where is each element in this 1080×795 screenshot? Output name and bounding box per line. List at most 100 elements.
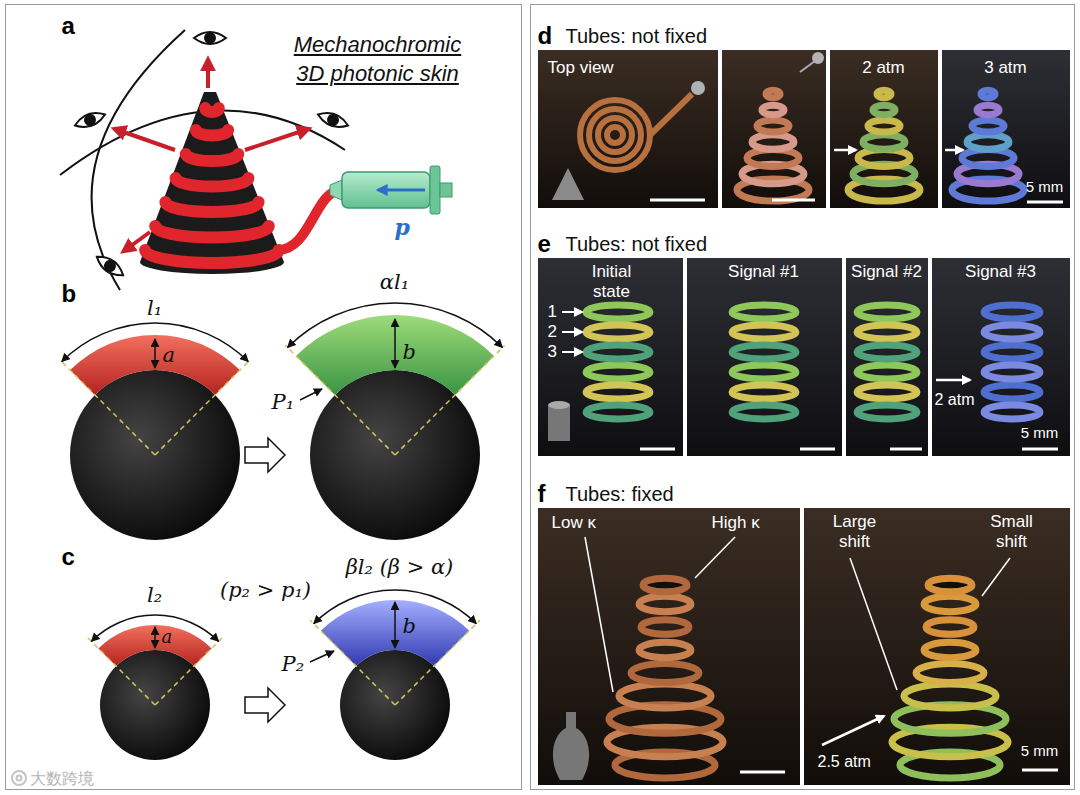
tube-coil xyxy=(984,365,1040,379)
eye-icon xyxy=(73,109,107,131)
math-label: P₂ xyxy=(282,652,305,677)
transition-arrow xyxy=(245,688,285,722)
scale-bar xyxy=(640,448,1058,451)
photo-tile xyxy=(538,50,1070,208)
photo-label: 3 atm xyxy=(984,58,1027,78)
math-label: a xyxy=(163,343,176,368)
shape-icon xyxy=(552,168,584,200)
tube-coil xyxy=(924,642,976,657)
guide-line xyxy=(61,345,505,455)
cone-body xyxy=(140,92,284,274)
photo-tile xyxy=(538,258,1070,456)
syringe xyxy=(330,166,452,214)
tube-coil xyxy=(586,325,650,339)
tube-coil xyxy=(757,120,789,132)
scale-bar xyxy=(772,199,815,202)
math-label: αl₁ xyxy=(380,270,409,295)
tube-coil xyxy=(586,385,650,399)
tube-coil xyxy=(586,305,650,319)
leader-line xyxy=(982,558,1010,596)
photonic-tube-coil xyxy=(145,108,340,263)
tube-coil xyxy=(857,305,917,319)
math-label: l₁ xyxy=(147,296,162,321)
panel-letter: c xyxy=(62,543,75,572)
photonic-tube-coil xyxy=(205,108,219,112)
tube-coil xyxy=(868,120,900,132)
pressure-arrow xyxy=(834,149,856,152)
tube-cross-section xyxy=(98,625,211,666)
eye-icon xyxy=(84,114,97,127)
scale-bar xyxy=(890,448,922,451)
tube-coil xyxy=(766,90,780,98)
tube-coil xyxy=(580,94,692,170)
tube-coil xyxy=(641,620,689,635)
eye-icon xyxy=(73,109,107,131)
tube-coil xyxy=(631,664,699,683)
panel-letter: d xyxy=(538,22,553,51)
tube-coil xyxy=(857,385,917,399)
tube-coil xyxy=(607,578,723,778)
tube-coil xyxy=(586,325,917,399)
tube-coil xyxy=(984,345,1040,359)
eye-icon xyxy=(316,109,350,131)
tube-coil xyxy=(981,90,995,98)
photo-label: 2 atm xyxy=(862,58,905,78)
tube-coil xyxy=(732,385,796,399)
eye-icon xyxy=(93,252,126,280)
dimension-arrow xyxy=(394,602,396,648)
scale-label: 5 mm xyxy=(1021,742,1059,760)
photo-label: High κ xyxy=(712,513,760,533)
photo-label: Low κ xyxy=(552,513,596,533)
photo-tile xyxy=(830,50,938,208)
pressure-arrow xyxy=(834,149,963,152)
tube-coil xyxy=(732,365,796,379)
tube-coil xyxy=(650,94,692,135)
photo-tile xyxy=(538,50,718,208)
tube-coil xyxy=(752,135,794,150)
tube-coil xyxy=(732,345,796,359)
photo-label: Large shift xyxy=(820,512,890,553)
tube-coil xyxy=(589,109,641,161)
pressure-arrow xyxy=(822,716,884,745)
tube-coil xyxy=(892,578,1008,778)
tube-coil xyxy=(984,325,1040,419)
photo-tile xyxy=(538,258,683,456)
dimension-arrow xyxy=(300,389,322,400)
watermark-logo xyxy=(12,771,26,785)
panel-heading: Tubes: fixed xyxy=(566,482,674,506)
guide-line xyxy=(155,361,249,455)
dimension-arrow xyxy=(154,339,156,368)
pointer-arrow xyxy=(562,331,582,333)
tube-coil xyxy=(984,305,1040,319)
dimension-arrow xyxy=(154,627,156,648)
photo-tile xyxy=(942,50,1070,208)
guide-line xyxy=(88,620,480,705)
panel-letter: f xyxy=(538,480,546,509)
tube-coil xyxy=(586,405,650,419)
pointer-arrow xyxy=(562,312,970,380)
syringe xyxy=(440,183,452,197)
eye-icon xyxy=(194,32,226,44)
photo-label: Signal #3 xyxy=(965,262,1036,282)
guide-line xyxy=(285,345,395,455)
tube-coil xyxy=(639,596,691,611)
glass-needle xyxy=(691,81,705,95)
eye-icon xyxy=(103,259,117,273)
leader-line xyxy=(695,537,735,578)
photo-label: Initial state xyxy=(572,262,652,303)
tube-coil xyxy=(639,642,691,657)
panel-heading: Tubes: not fixed xyxy=(566,232,708,256)
shape-icon xyxy=(553,712,589,780)
scale-label: 5 mm xyxy=(1021,424,1059,442)
shape-icon xyxy=(553,712,589,780)
shape-icon xyxy=(548,401,570,441)
tube-coil xyxy=(952,90,1024,201)
tube-coil xyxy=(924,596,976,611)
math-label: P₁ xyxy=(272,390,295,415)
scale-bar xyxy=(650,200,1063,202)
tube-coil xyxy=(984,385,1040,399)
tube-coil xyxy=(586,305,917,379)
photonic-tube-coil xyxy=(186,154,239,161)
scale-label: 5 mm xyxy=(1026,178,1064,196)
tube-coil xyxy=(619,684,711,708)
